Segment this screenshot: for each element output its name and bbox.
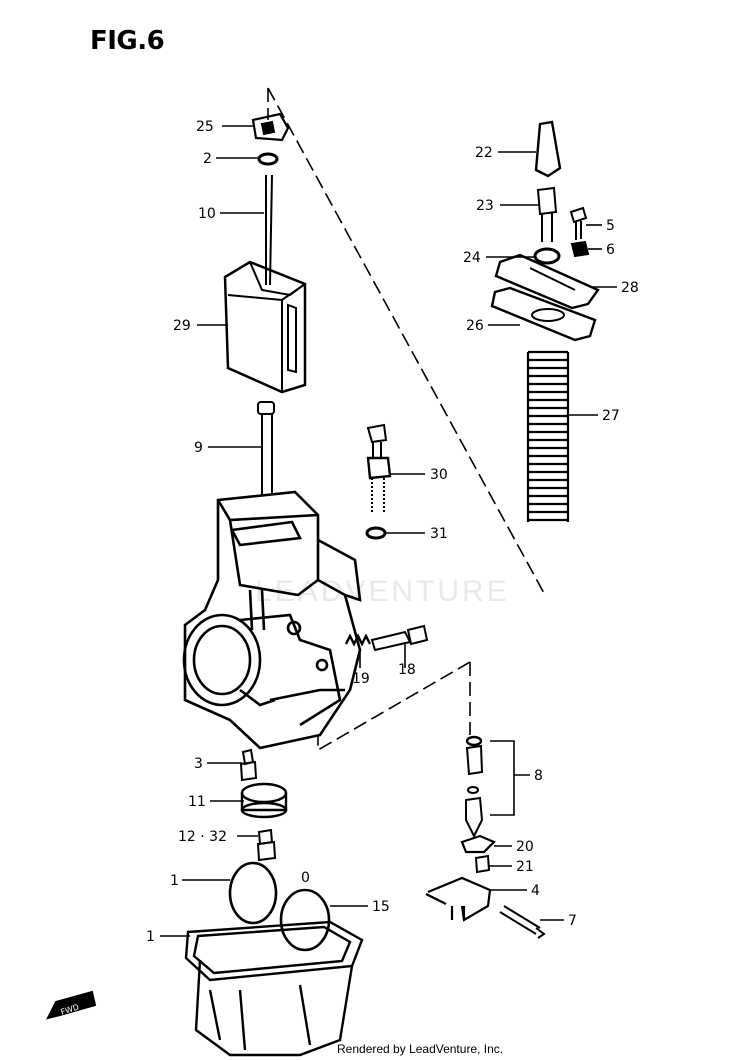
callout-4: 4: [531, 883, 540, 899]
part-carb-body: [182, 490, 362, 750]
callout-19: 19: [352, 671, 370, 687]
callout-11: 11: [188, 794, 206, 810]
callout-31: 31: [430, 526, 448, 542]
assembly-dashed-line-lower: [317, 661, 471, 752]
part-screw-21: [474, 854, 491, 874]
figure-title: FIG.6: [90, 26, 165, 56]
callout-labels: 25 2 10 29 9 30 31 19 18 22 23 5 24 6 28…: [60, 119, 639, 1017]
part-screw-5: [569, 206, 588, 240]
part-jet-3: [239, 748, 258, 782]
callout-8: 8: [534, 768, 543, 784]
footer-credit: Rendered by LeadVenture, Inc.: [337, 1042, 504, 1056]
part-needle-jet-9: [257, 401, 275, 495]
part-spring-27: [526, 350, 570, 522]
part-clip-20: [460, 834, 496, 854]
callout-5: 5: [606, 218, 615, 234]
callout-27: 27: [602, 408, 620, 424]
callout-9: 9: [194, 440, 203, 456]
part-screw-30: [366, 423, 392, 512]
part-float-1: [228, 861, 331, 952]
part-washer-24: [533, 247, 561, 265]
callout-0: 0: [301, 870, 310, 886]
part-washer-2: [257, 152, 279, 166]
leader-lines: [160, 125, 617, 937]
callout-15: 15: [372, 899, 390, 915]
callout-22: 22: [475, 145, 493, 161]
callout-2: 2: [203, 151, 212, 167]
callout-26: 26: [466, 318, 484, 334]
part-float-bowl: [184, 920, 364, 1057]
part-spring-19: [344, 633, 372, 647]
part-pin-7: [499, 905, 546, 939]
part-cap-22: [534, 120, 562, 178]
callout-29: 29: [173, 318, 191, 334]
part-needle-10: [265, 174, 273, 286]
part-jet-12-32: [256, 828, 277, 862]
callout-1-float: 1: [170, 873, 179, 889]
callout-7: 7: [568, 913, 577, 929]
callout-12-32: 12 · 32: [178, 829, 227, 845]
part-nut-6: [570, 240, 590, 258]
part-cap-25: [251, 112, 290, 142]
callout-23: 23: [476, 198, 494, 214]
callout-30: 30: [430, 467, 448, 483]
part-gasket-26: [490, 286, 597, 342]
callout-28: 28: [621, 280, 639, 296]
part-valve-8: [465, 735, 484, 839]
callout-21: 21: [516, 859, 534, 875]
callout-25: 25: [196, 119, 214, 135]
assembly-dashed-line: [267, 87, 546, 596]
callout-10: 10: [198, 206, 216, 222]
part-plate-28: [494, 253, 600, 310]
callout-18: 18: [398, 662, 416, 678]
part-adjuster-23: [536, 186, 558, 242]
callout-1-bowl: 1: [146, 929, 155, 945]
callout-6: 6: [606, 242, 615, 258]
callout-3: 3: [194, 756, 203, 772]
part-seat-11: [240, 782, 288, 819]
part-slide-29: [223, 260, 307, 394]
callout-24: 24: [463, 250, 481, 266]
part-screw-18: [370, 624, 429, 652]
watermark-text: LEADVENTURE: [255, 575, 510, 608]
fwd-arrow-icon: [46, 990, 97, 1020]
callout-20: 20: [516, 839, 534, 855]
part-arm-4: [425, 876, 492, 922]
part-oring-31: [365, 526, 387, 540]
